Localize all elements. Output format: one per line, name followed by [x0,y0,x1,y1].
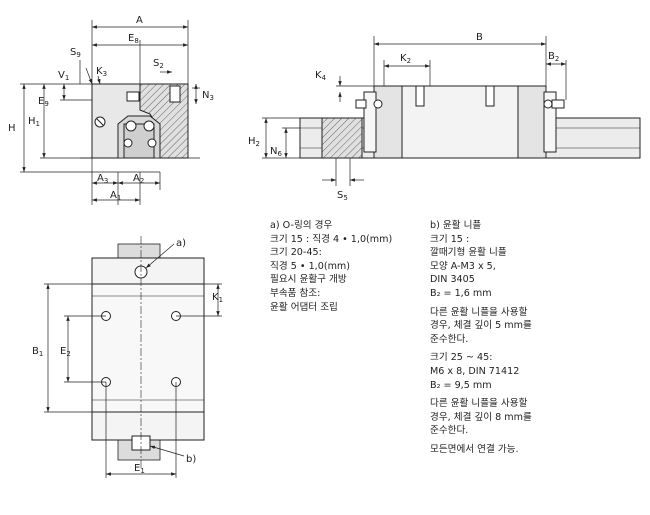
dim-E8: E8 [128,33,139,45]
notes-a: a) O-링의 경우 크기 15 : 직경 4 • 1,0(mm) 크기 20-… [270,219,392,314]
note-a-line: 윤활 어댑터 조립 [270,301,338,313]
dim-S5: S5 [337,190,348,202]
dim-B2: B2 [548,51,559,63]
dim-E9: E9 [38,96,49,108]
dim-K3: K3 [96,66,107,78]
note-b-line: 준수한다. [430,425,469,437]
dim-S2: S2 [153,58,164,70]
dim-A1: A1 [110,190,121,202]
note-b-line: 모양 A-M3 x 5, [430,260,496,272]
dim-N3: N3 [202,90,214,102]
dim-E1: E1 [134,463,145,475]
note-a-line: 크기 15 : 직경 4 • 1,0(mm) [270,233,393,245]
note-b-line: 다른 윤활 니플을 사용할 [430,398,528,410]
note-b-line: 크기 25 ~ 45: [430,352,493,364]
note-b-line: B₂ = 9,5 mm [430,379,492,391]
note-b-line: B₂ = 1,6 mm [430,287,492,299]
callout-b: b) [186,454,196,465]
front-labels: A E8 S9 V1 K3 S2 N3 H H1 E9 A3 A2 A1 [8,15,214,202]
note-a-line: 직경 5 • 1,0(mm) [270,260,350,272]
dim-K4: K4 [315,70,327,82]
note-b-line: b) 윤활 니플 [430,220,482,231]
dim-B1: B1 [32,346,43,358]
callout-a: a) [176,238,186,249]
dim-B: B [476,32,483,43]
side-labels: B K2 B2 K4 H2 N6 S5 [248,32,559,202]
note-a-line: 필요시 윤활구 개방 [270,274,347,286]
top-labels: a) b) K1 B1 E2 E1 [32,238,223,475]
note-b-line: 경우, 체결 깊이 5 mm를 [430,320,532,332]
side-dimensions [262,36,567,186]
note-b-line: 모든면에서 연결 가능. [430,443,519,455]
dim-N6: N6 [270,146,282,158]
dim-E2: E2 [60,346,71,358]
note-b-line: 다른 윤활 니플을 사용할 [430,306,528,318]
note-a-line: 크기 20-45: [270,247,322,259]
dim-H1: H1 [28,116,40,128]
note-b-line: DIN 3405 [430,274,475,286]
note-b-line: 깔때기형 윤활 니플 [430,247,507,259]
dim-K1: K1 [212,292,223,304]
notes-b: b) 윤활 니플 크기 15 : 깔때기형 윤활 니플 모양 A-M3 x 5,… [430,219,532,457]
dim-K2: K2 [400,53,411,65]
top-carriage [91,283,205,413]
note-a-line: 부속품 참조: [270,287,321,299]
dim-H: H [8,123,16,134]
note-b-line: 크기 15 : [430,233,470,245]
note-b-line: 경우, 체결 깊이 8 mm를 [430,411,532,423]
top-dimensions [44,243,222,478]
dim-A: A [136,15,143,26]
note-b-line: M6 x 8, DIN 71412 [430,365,520,377]
dim-A3: A3 [97,173,108,185]
side-view [299,85,641,159]
note-a-line: a) O-링의 경우 [270,220,333,231]
front-view [80,83,200,173]
note-b-line: 준수한다. [430,333,469,345]
top-view [91,236,205,470]
dim-H2: H2 [248,136,260,148]
dim-A2: A2 [133,173,144,185]
front-dimensions [20,20,200,205]
dim-S9: S9 [70,47,81,59]
dim-V1: V1 [58,70,69,82]
